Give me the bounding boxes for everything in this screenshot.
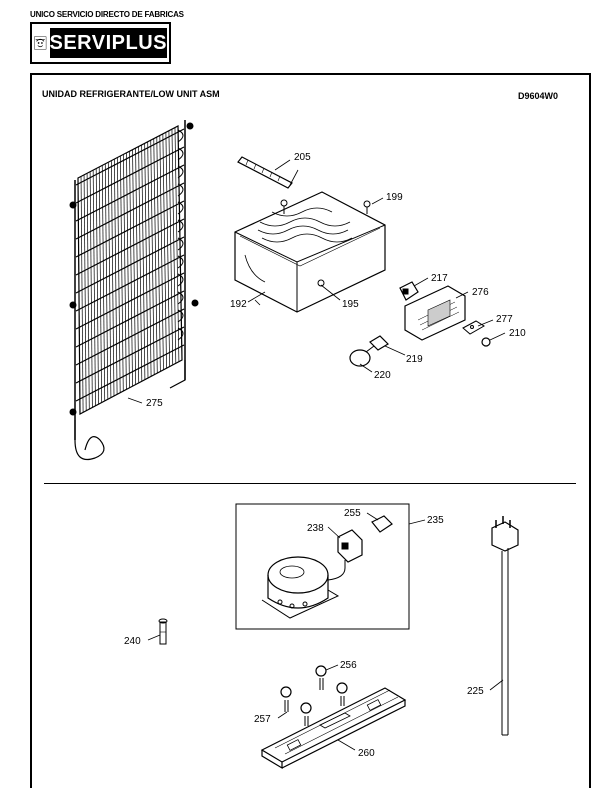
coil-fin-line bbox=[83, 174, 87, 411]
coil-fin-line bbox=[171, 129, 177, 364]
coil-tube-line bbox=[75, 326, 185, 384]
label-219: 219 bbox=[406, 354, 423, 365]
coil-fin-line bbox=[153, 138, 158, 374]
label-217: 217 bbox=[431, 273, 448, 284]
condenser-coil bbox=[69, 120, 199, 461]
coil-fin-line bbox=[80, 176, 84, 413]
evaporator-tray bbox=[234, 191, 386, 313]
coil-fin-line bbox=[104, 163, 109, 400]
coil-tube-line bbox=[75, 218, 185, 276]
coil-fin-line bbox=[174, 127, 180, 362]
page-title: UNIDAD REFRIGERANTE/LOW UNIT ASM bbox=[42, 89, 220, 99]
label-277: 277 bbox=[496, 314, 513, 325]
label-220: 220 bbox=[374, 370, 391, 381]
coil-fin-line bbox=[162, 133, 167, 369]
mascot-face-icon bbox=[34, 36, 47, 50]
coil-fin-line bbox=[138, 146, 143, 382]
diagram-frame bbox=[30, 73, 591, 788]
label-205: 205 bbox=[294, 152, 311, 163]
model-code: D9604W0 bbox=[518, 91, 559, 101]
label-240: 240 bbox=[124, 636, 141, 647]
label-235: 235 bbox=[427, 515, 444, 526]
coil-fin-line bbox=[114, 159, 118, 395]
coil-fin-line bbox=[89, 171, 93, 408]
label-225: 225 bbox=[467, 686, 484, 697]
coil-fin-line bbox=[107, 162, 112, 398]
coil-fin-line bbox=[120, 155, 124, 392]
coil-fin-line bbox=[117, 157, 121, 393]
coil-tube-line bbox=[75, 128, 185, 186]
part-number-labels: 205 199 192 195 217 276 277 210 219 220 … bbox=[124, 152, 526, 759]
label-210: 210 bbox=[509, 328, 526, 339]
label-256: 256 bbox=[340, 660, 357, 671]
coil-fin-line bbox=[129, 151, 133, 387]
coil-fin-line bbox=[165, 132, 170, 367]
tube-fitting-part bbox=[158, 618, 168, 645]
thermostat-housing bbox=[349, 281, 491, 367]
coil-fin-line bbox=[92, 170, 96, 406]
power-cord-part bbox=[491, 516, 519, 736]
coil-fin-line bbox=[177, 125, 183, 361]
coil-fin-line bbox=[156, 137, 161, 372]
coil-fin-line bbox=[168, 130, 174, 365]
brand-logo: SERVIPLUS bbox=[30, 22, 171, 64]
label-255: 255 bbox=[344, 508, 361, 519]
coil-fin-line bbox=[86, 173, 90, 410]
coil-tube-line bbox=[75, 254, 185, 312]
header-tagline: UNICO SERVICIO DIRECTO DE FABRICAS bbox=[30, 10, 184, 19]
coil-fin-line bbox=[144, 143, 149, 379]
coil-fin-line bbox=[123, 154, 127, 390]
coil-fin-line bbox=[110, 160, 115, 397]
coil-fin-line bbox=[135, 148, 140, 383]
label-275: 275 bbox=[146, 398, 163, 409]
coil-fin-line bbox=[95, 168, 99, 405]
label-238: 238 bbox=[307, 523, 324, 534]
section-divider bbox=[44, 483, 576, 484]
coil-fin-line bbox=[132, 149, 136, 385]
brand-wordmark: SERVIPLUS bbox=[49, 28, 167, 58]
label-195: 195 bbox=[342, 299, 359, 310]
leader-lines bbox=[127, 159, 506, 751]
coil-tube-line bbox=[75, 272, 185, 330]
coil-fin-line bbox=[159, 135, 164, 370]
label-192: 192 bbox=[230, 299, 247, 310]
coil-tube-line bbox=[75, 236, 185, 294]
mounting-base bbox=[260, 665, 407, 770]
compressor-box bbox=[235, 503, 410, 630]
drain-tube-part bbox=[237, 156, 299, 189]
coil-fin-line bbox=[150, 140, 155, 375]
coil-fin-line bbox=[141, 144, 146, 380]
label-257: 257 bbox=[254, 714, 271, 725]
coil-fin-line bbox=[77, 177, 81, 415]
coil-tube-line bbox=[75, 200, 185, 258]
label-276: 276 bbox=[472, 287, 489, 298]
coil-fin-line bbox=[101, 165, 106, 401]
coil-tube-line bbox=[75, 308, 185, 366]
coil-tube-line bbox=[75, 290, 185, 348]
coil-fin-line bbox=[147, 141, 152, 377]
coil-tube-line bbox=[75, 164, 185, 222]
coil-fin-line bbox=[126, 152, 130, 388]
label-199: 199 bbox=[386, 192, 403, 203]
label-260: 260 bbox=[358, 748, 375, 759]
coil-fin-line bbox=[98, 166, 102, 403]
coil-tube-line bbox=[75, 146, 185, 204]
coil-tube-line bbox=[75, 344, 185, 402]
coil-tube-line bbox=[75, 182, 185, 240]
